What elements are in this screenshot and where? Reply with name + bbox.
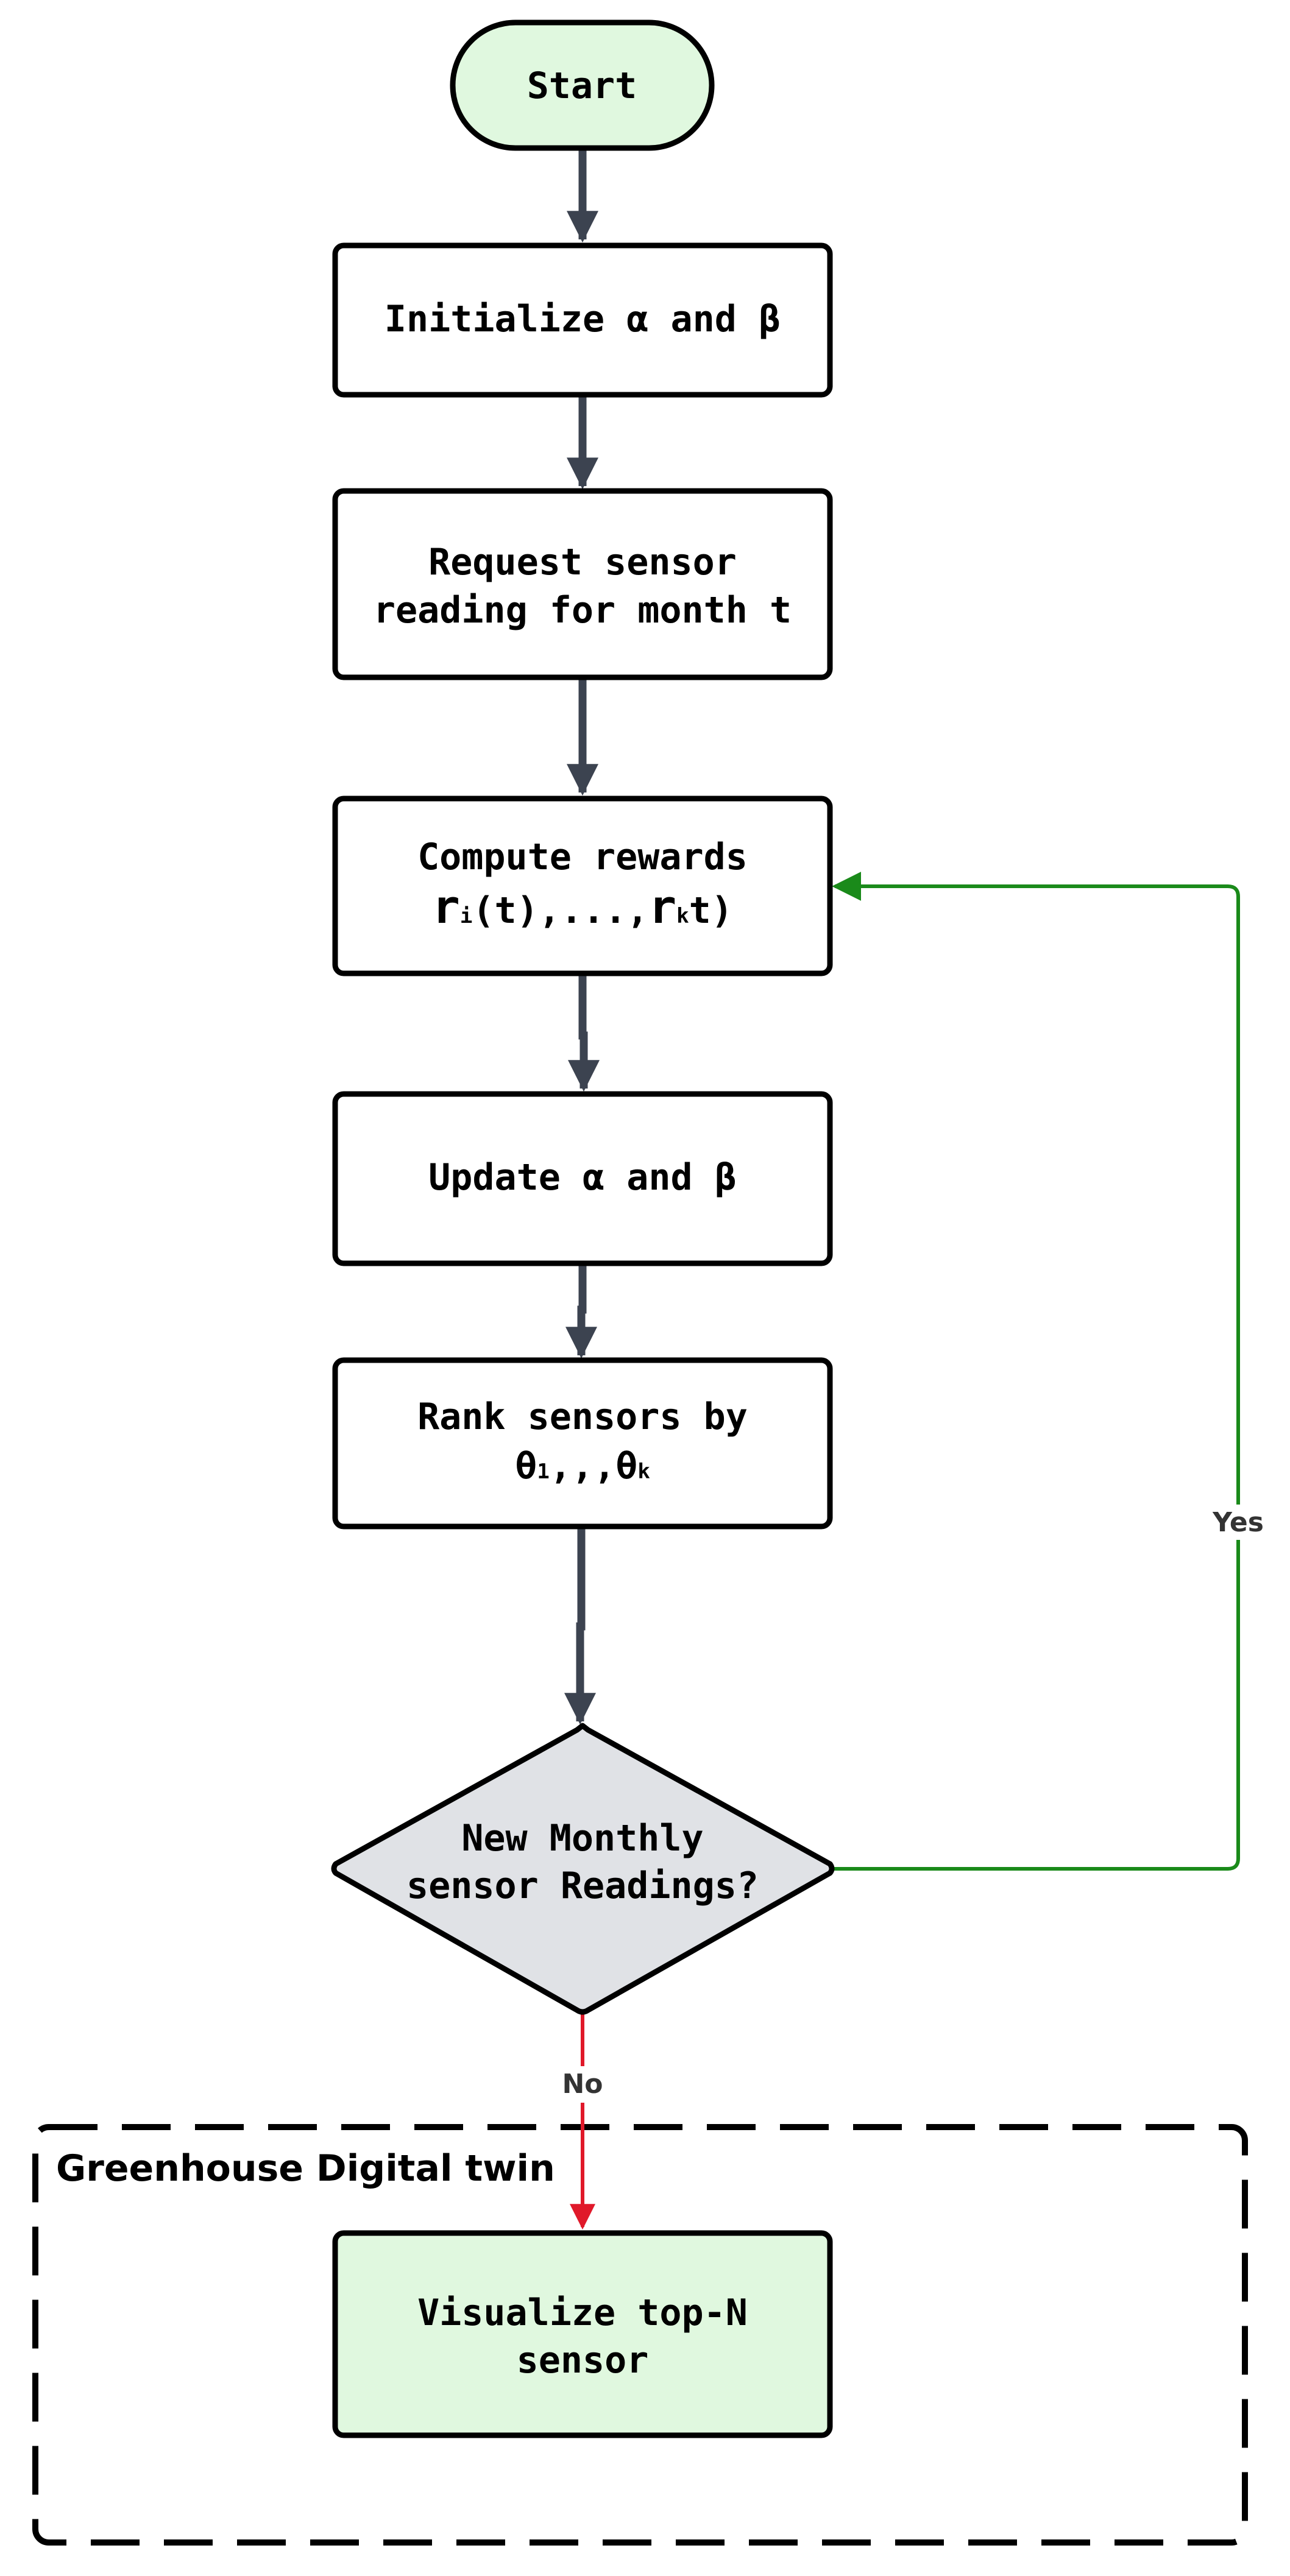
edges: Yes No <box>556 149 1267 2230</box>
start-label: Start <box>527 65 637 107</box>
yes-label-bg <box>1210 1505 1267 1540</box>
request-reading-node: Request sensor reading for month t <box>332 488 833 680</box>
edge-compute-to-update <box>568 973 600 1092</box>
group-label: Greenhouse Digital twin <box>56 2147 555 2190</box>
edge-yes-loop <box>831 872 1240 1871</box>
group-greenhouse-digital-twin: Greenhouse Digital twin <box>32 2124 1248 2546</box>
visualize-line-2: sensor <box>517 2339 649 2382</box>
decision-line-1: New Monthly <box>461 1817 703 1860</box>
edge-label-yes: Yes <box>1212 1507 1264 1538</box>
rank-sensors-node: Rank sensors by θ1,,,θk <box>332 1357 833 1530</box>
edge-update-to-rank <box>565 1263 597 1359</box>
request-line-2: reading for month t <box>374 589 792 632</box>
visualize-line-1: Visualize top-N <box>417 2292 748 2334</box>
no-label-bg <box>556 2066 609 2103</box>
compute-line-2: ri(t),...,rkt) <box>432 880 733 934</box>
start-node: Start <box>450 19 715 151</box>
compute-rewards-node: Compute rewards ri(t),...,rkt) <box>332 796 833 976</box>
decision-line-2: sensor Readings? <box>406 1865 759 1907</box>
rank-line-1: Rank sensors by <box>417 1396 748 1438</box>
edge-rank-to-decision <box>564 1526 596 1725</box>
update-label: Update α and β <box>428 1156 737 1199</box>
visualize-node: Visualize top-N sensor <box>332 2230 833 2438</box>
decision-node: New Monthly sensor Readings? <box>331 1723 835 2015</box>
compute-line-1: Compute rewards <box>417 836 748 878</box>
edge-label-no: No <box>562 2069 603 2100</box>
update-node: Update α and β <box>332 1091 833 1266</box>
rank-line-2: θ1,,,θk <box>515 1445 650 1487</box>
initialize-label: Initialize α and β <box>385 298 781 341</box>
initialize-node: Initialize α and β <box>332 242 833 398</box>
request-line-1: Request sensor <box>428 541 737 584</box>
